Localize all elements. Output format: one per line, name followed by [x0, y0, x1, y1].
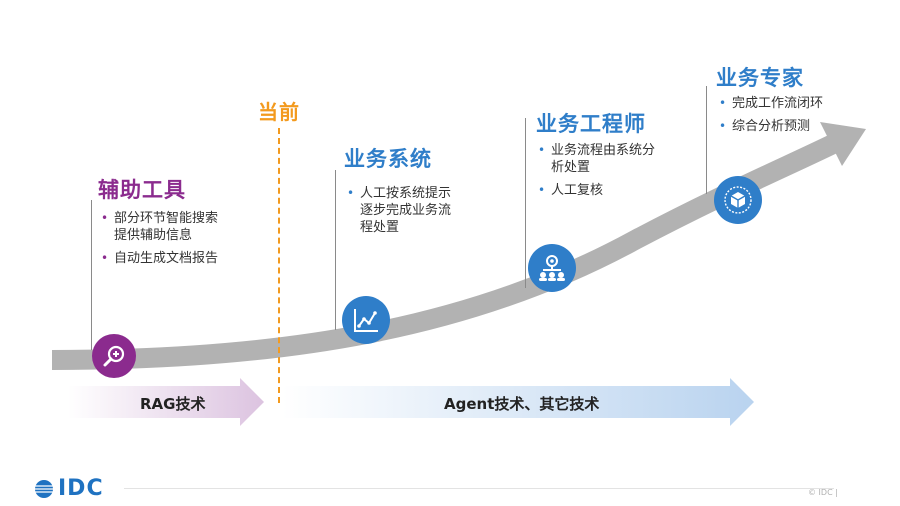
stage3-icon-circle — [528, 244, 576, 292]
stage4-icon-circle — [714, 176, 762, 224]
footer-divider — [124, 488, 834, 489]
line-chart-icon — [354, 309, 378, 332]
stage1-bullets: 部分环节智能搜索提供辅助信息 自动生成文档报告 — [99, 210, 219, 273]
rag-band-arrow — [68, 378, 264, 426]
stage3-bullet: 人工复核 — [536, 182, 656, 199]
stage3-title: 业务工程师 — [536, 112, 646, 136]
copyright-text: © IDC — [808, 488, 833, 497]
stage1-title: 辅助工具 — [98, 178, 186, 202]
stage2-title: 业务系统 — [344, 147, 432, 171]
stage4-bullet: 完成工作流闭环 — [717, 95, 867, 112]
cube-badge-icon — [724, 186, 752, 214]
stage2-icon-circle — [342, 296, 390, 344]
current-marker-line — [278, 128, 280, 403]
current-marker-label: 当前 — [258, 100, 300, 124]
stage1-leader — [91, 200, 92, 350]
stage4-leader — [706, 86, 707, 194]
stage4-title: 业务专家 — [716, 66, 804, 90]
stage2-bullets: 人工按系统提示逐步完成业务流程处置 — [345, 185, 460, 242]
stage4-bullets: 完成工作流闭环 综合分析预测 — [717, 95, 867, 141]
org-network-icon — [539, 255, 565, 281]
stage3-bullets: 业务流程由系统分析处置 人工复核 — [536, 142, 656, 205]
idc-globe-icon — [35, 479, 53, 498]
stage2-leader — [335, 170, 336, 330]
magnifier-plus-icon — [103, 345, 125, 367]
rag-band-label: RAG技术 — [140, 395, 206, 413]
stage3-leader — [525, 118, 526, 288]
agent-band-label: Agent技术、其它技术 — [444, 395, 600, 413]
idc-logo-text: IDC — [58, 476, 104, 501]
stage1-bullet: 部分环节智能搜索提供辅助信息 — [99, 210, 219, 244]
stage4-bullet: 综合分析预测 — [717, 118, 867, 135]
idc-logo: IDC — [34, 476, 104, 501]
stage1-icon-circle — [92, 334, 136, 378]
stage1-bullet: 自动生成文档报告 — [99, 250, 219, 267]
stage2-bullet: 人工按系统提示逐步完成业务流程处置 — [345, 185, 460, 236]
footer-copyright: © IDC | — [808, 488, 838, 497]
agent-band-arrow — [282, 378, 754, 426]
stage3-bullet: 业务流程由系统分析处置 — [536, 142, 656, 176]
